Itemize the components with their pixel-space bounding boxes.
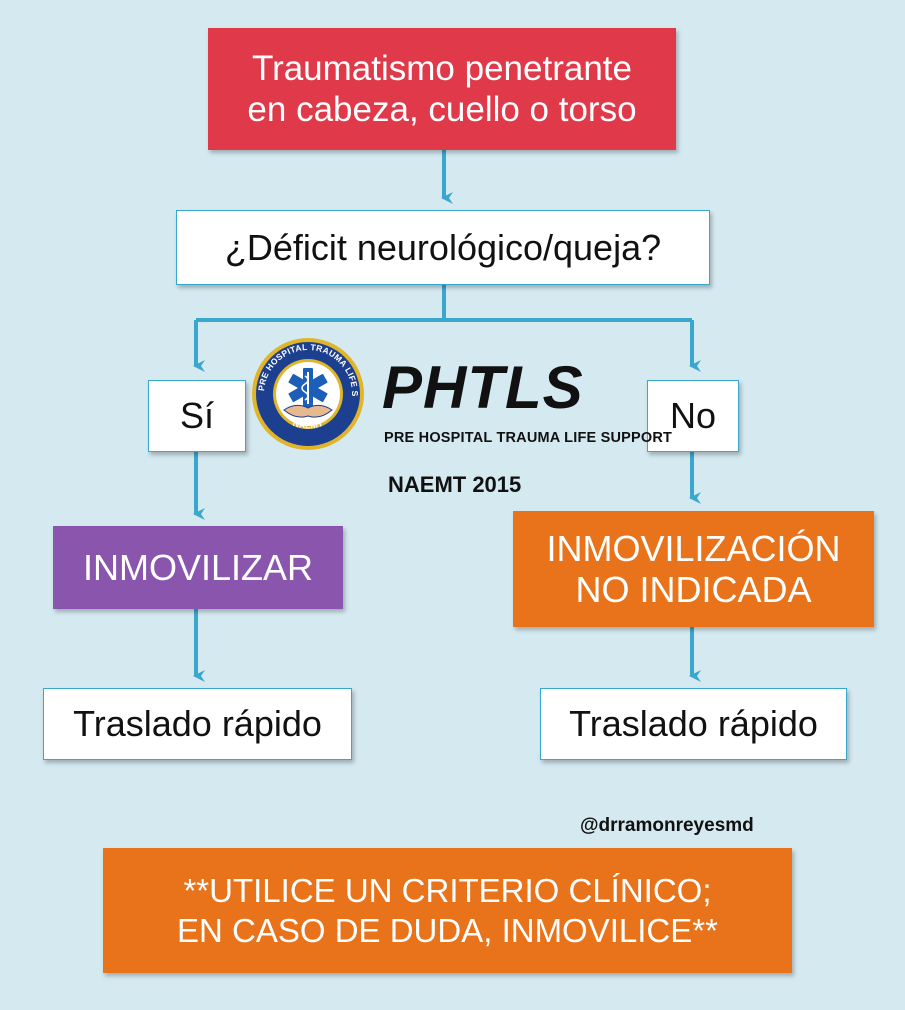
phtls-wordmark: PHTLS (382, 354, 584, 421)
no-transport-box: Traslado rápido (540, 688, 847, 760)
no-box: No (647, 380, 739, 452)
trauma-start-box: Traumatismo penetrante en cabeza, cuello… (208, 28, 676, 150)
author-credit: @drramonreyesmd (580, 815, 754, 836)
yes-box: Sí (148, 380, 246, 452)
svg-text:NAEMT: NAEMT (292, 418, 325, 431)
immobilize-box: INMOVILIZAR (53, 526, 343, 609)
yes-transport-box: Traslado rápido (43, 688, 352, 760)
clinical-criteria-note: **UTILICE UN CRITERIO CLÍNICO; EN CASO D… (103, 848, 792, 973)
phtls-seal-icon: PRE HOSPITAL TRAUMA LIFE SUPPORT NAEMT (250, 336, 364, 450)
naemt-edition: NAEMT 2015 (388, 472, 522, 497)
no-immobilization-box: INMOVILIZACIÓN NO INDICADA (513, 511, 874, 627)
phtls-subtitle: PRE HOSPITAL TRAUMA LIFE SUPPORT (384, 430, 673, 446)
question-box: ¿Déficit neurológico/queja? (176, 210, 710, 285)
